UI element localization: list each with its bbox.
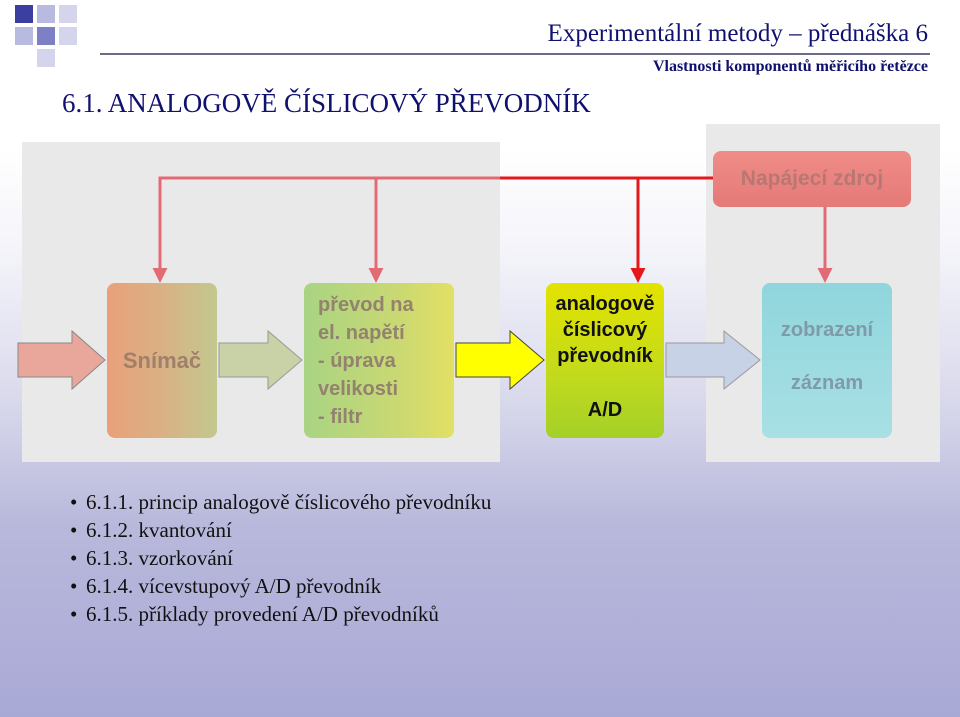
prevod-line: - filtr bbox=[318, 406, 363, 428]
arrow-snimac-prevod bbox=[218, 329, 303, 391]
decor-square bbox=[37, 27, 55, 45]
header-subtitle: Vlastnosti komponentů měřicího řetězce bbox=[652, 58, 928, 75]
arrow-prevod-ad bbox=[455, 329, 545, 391]
power-line-left bbox=[152, 176, 500, 283]
list-item: 6.1.3. vzorkování bbox=[70, 544, 491, 572]
decor-square bbox=[59, 27, 77, 45]
arrow-ad-zobr bbox=[665, 329, 761, 391]
zobrazeni-label: zobrazení bbox=[780, 319, 874, 341]
napajeci-zdroj-label: Napájecí zdroj bbox=[740, 167, 884, 190]
napajeci-zdroj-block: Napájecí zdroj bbox=[713, 151, 911, 207]
decor-square bbox=[59, 5, 77, 23]
decor-square bbox=[15, 27, 33, 45]
input-arrow bbox=[17, 329, 106, 391]
list-item: 6.1.4. vícevstupový A/D převodník bbox=[70, 572, 491, 600]
prevod-line: převod na bbox=[318, 294, 414, 316]
decor-square bbox=[37, 49, 55, 67]
header-rule bbox=[100, 53, 930, 55]
list-item: 6.1.2. kvantování bbox=[70, 516, 491, 544]
snimac-block: Snímač bbox=[107, 283, 217, 438]
zobrazeni-block: zobrazení záznam bbox=[762, 283, 892, 438]
list-item: 6.1.5. příklady provedení A/D převodníků bbox=[70, 600, 491, 628]
ad-prevodnik-block: analogově číslicový převodník A/D bbox=[546, 283, 664, 438]
ad-line: číslicový bbox=[562, 319, 648, 341]
prevod-line: - úprava bbox=[318, 350, 396, 372]
ad-line: převodník bbox=[557, 345, 653, 367]
topic-list: 6.1.1. princip analogově číslicového pře… bbox=[70, 488, 491, 628]
snimac-label: Snímač bbox=[122, 347, 202, 373]
decor-square bbox=[15, 5, 33, 23]
section-title: 6.1. ANALOGOVĚ ČÍSLICOVÝ PŘEVODNÍK bbox=[62, 88, 591, 118]
list-item: 6.1.1. princip analogově číslicového pře… bbox=[70, 488, 491, 516]
prevod-block: převod na el. napětí - úprava velikosti … bbox=[304, 283, 454, 438]
prevod-line: velikosti bbox=[318, 378, 399, 400]
prevod-line: el. napětí bbox=[318, 322, 405, 344]
header-title: Experimentální metody – přednáška 6 bbox=[547, 20, 928, 47]
ad-line: analogově bbox=[555, 293, 655, 315]
decor-square bbox=[37, 5, 55, 23]
ad-label: A/D bbox=[587, 399, 623, 421]
zaznam-label: záznam bbox=[790, 372, 864, 394]
